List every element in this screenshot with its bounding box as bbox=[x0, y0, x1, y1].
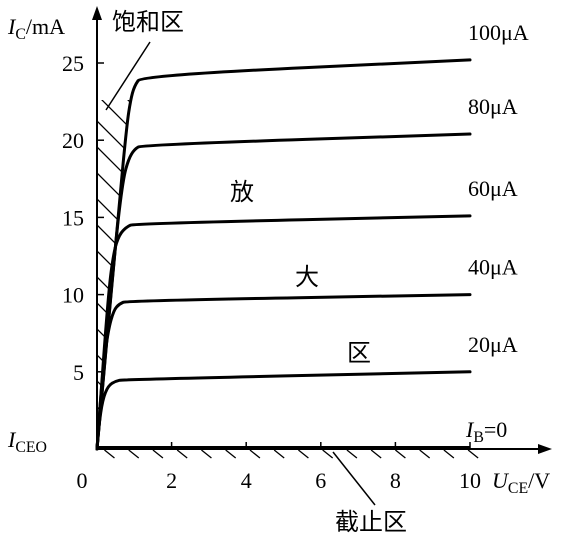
x-tick-label: 2 bbox=[166, 468, 177, 493]
cutoff-hatch-line bbox=[322, 449, 334, 459]
series-label: 40μA bbox=[468, 255, 518, 280]
y-axis-label: IC/mA bbox=[7, 14, 65, 43]
cutoff-hatch-line bbox=[249, 449, 261, 459]
x-tick-label: 10 bbox=[459, 468, 481, 493]
saturation-hatch-line bbox=[97, 100, 131, 104]
cutoff-hatch-line bbox=[370, 449, 382, 459]
axes bbox=[92, 6, 552, 454]
series-line-4 bbox=[95, 370, 472, 451]
chart-labels: IC/mA UCE/V ICEO 100μA 80μA 60μA 40μA 20μA IB=0 饱… bbox=[7, 8, 550, 536]
series-label: 100μA bbox=[468, 20, 529, 45]
cutoff-hatch-line bbox=[152, 449, 164, 459]
cutoff-hatch-line bbox=[467, 449, 479, 459]
amplification-region-label: 区 bbox=[347, 339, 371, 367]
cutoff-hatch-line bbox=[225, 449, 237, 459]
cutoff-hatch-line bbox=[419, 449, 431, 459]
saturation-hatch-line bbox=[97, 224, 131, 286]
y-tick-label: 5 bbox=[73, 360, 84, 385]
amplification-region-label: 大 bbox=[295, 263, 319, 291]
y-tick-label: 20 bbox=[62, 128, 84, 153]
cutoff-hatch-line bbox=[346, 449, 358, 459]
y-tick-label: 15 bbox=[62, 205, 84, 230]
amplification-region-label: 放 bbox=[230, 178, 254, 206]
saturation-leader-line bbox=[105, 41, 151, 111]
cutoff-hatch-line bbox=[176, 449, 188, 459]
x-tick-label: 4 bbox=[241, 468, 252, 493]
series-curves bbox=[95, 58, 472, 451]
series-label: 20μA bbox=[468, 332, 518, 357]
y-axis-arrow-icon bbox=[92, 6, 102, 20]
cutoff-hatch-line bbox=[394, 449, 406, 459]
cutoff-hatch-line bbox=[273, 449, 285, 459]
series-line-3 bbox=[95, 293, 472, 451]
x-axis-arrow-icon bbox=[538, 444, 552, 454]
series-line-0 bbox=[95, 58, 472, 451]
x-axis-label: UCE/V bbox=[492, 468, 550, 497]
series-line-1 bbox=[95, 132, 472, 451]
cutoff-leader-line bbox=[332, 451, 376, 506]
axis-ticks: 0 2 4 6 8 10 5 10 15 20 25 bbox=[62, 51, 481, 493]
saturation-hatch-line bbox=[97, 146, 131, 208]
saturation-region-label: 饱和区 bbox=[112, 8, 184, 36]
cutoff-hatch-line bbox=[128, 449, 140, 459]
cutoff-hatch-line bbox=[104, 449, 115, 459]
cutoff-hatch-line bbox=[298, 449, 309, 459]
saturation-hatch-line bbox=[97, 406, 131, 449]
saturation-hatch-line bbox=[97, 459, 157, 519]
series-label: 60μA bbox=[468, 176, 518, 201]
series-line-2 bbox=[95, 214, 472, 451]
iceo-label: ICEO bbox=[7, 427, 47, 456]
x-tick-label: 8 bbox=[390, 468, 401, 493]
x-tick-label: 6 bbox=[315, 468, 326, 493]
x-tick-label: 0 bbox=[77, 468, 88, 493]
series-label: 80μA bbox=[468, 94, 518, 119]
baseline-series-label: IB=0 bbox=[465, 417, 507, 446]
y-tick-label: 25 bbox=[62, 51, 84, 76]
saturation-hatch-line bbox=[97, 432, 131, 449]
y-tick-label: 10 bbox=[62, 283, 84, 308]
cutoff-hatch-line bbox=[201, 449, 212, 459]
cutoff-region-label: 截止区 bbox=[335, 508, 407, 536]
cutoff-hatch-line bbox=[443, 449, 455, 459]
